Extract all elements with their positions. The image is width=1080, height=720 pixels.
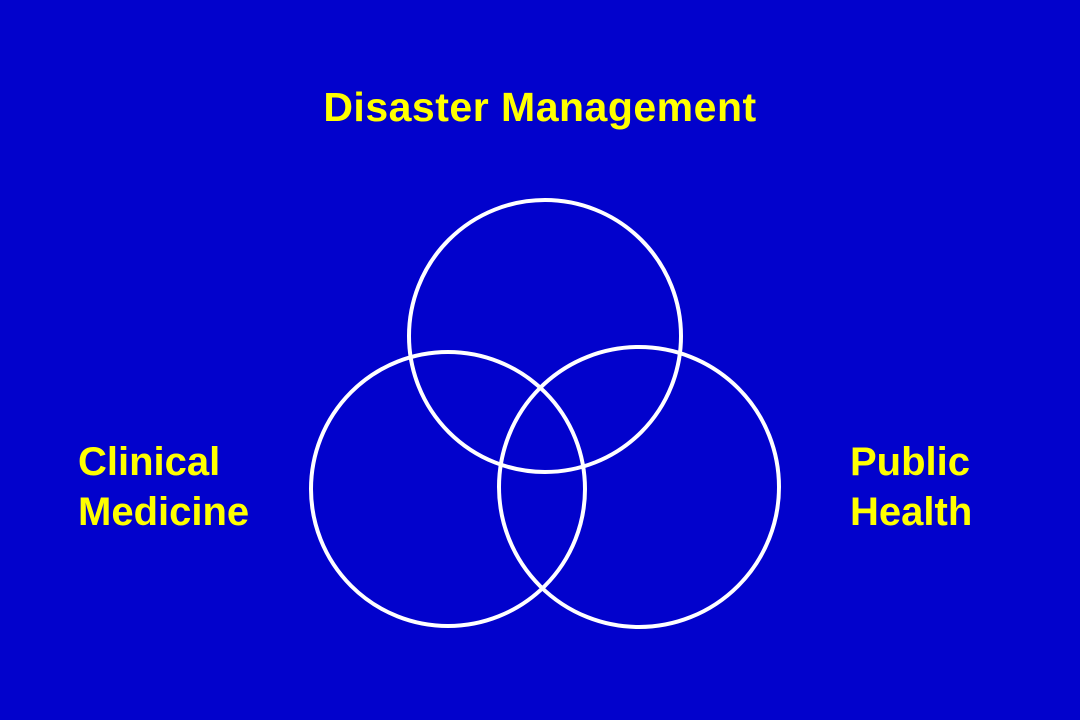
label-clinical-medicine-line1: Clinical (78, 440, 221, 484)
label-public-health-line2: Health (850, 490, 973, 534)
venn-circle-bottom-right (497, 345, 781, 629)
slide-title: Disaster Management (323, 84, 757, 130)
label-public-health-line1: Public (850, 440, 971, 484)
label-clinical-medicine-line2: Medicine (78, 490, 250, 534)
label-public-health: Public Health (850, 437, 972, 537)
venn-circle-top (407, 198, 683, 474)
label-clinical-medicine: Clinical Medicine (78, 437, 249, 537)
venn-circle-bottom-left (309, 350, 587, 628)
